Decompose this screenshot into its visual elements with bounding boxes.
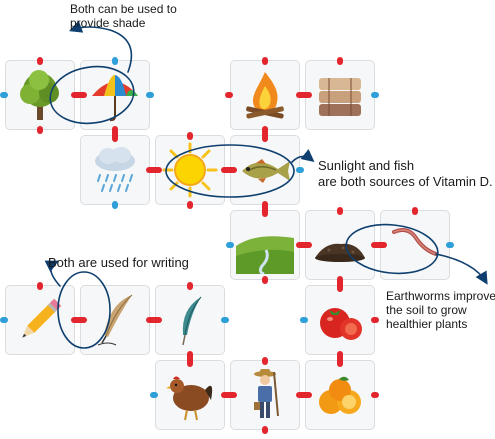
connector-peg [187,351,193,367]
connector-peg [337,207,343,215]
connector-peg [337,276,343,292]
connector-peg [221,167,237,173]
tile-rain [80,135,150,205]
connector-peg [37,126,43,134]
connector-peg [371,92,379,98]
note-vitamin: Sunlight and fish are both sources of Vi… [318,158,493,190]
connector-peg [296,392,312,398]
connector-peg [187,282,193,290]
tile-soil [305,210,375,280]
note-shade-line-2: provide shade [70,16,146,30]
note-vitamin-line-2: are both sources of Vitamin D. [318,174,493,189]
umbrella-icon [92,74,138,122]
sun-icon [162,142,218,198]
connector-peg [371,392,379,398]
tile-sun [155,135,225,205]
tile-campfire [230,60,300,130]
connector-peg [446,242,454,248]
note-writing: Both are used for writing [48,255,189,271]
fish-icon [242,159,290,183]
connector-peg [112,201,118,209]
connector-peg [112,57,118,65]
tile-pencil [5,285,75,355]
connector-peg [146,92,154,98]
campfire-icon [246,72,284,119]
connector-peg [262,357,268,365]
connector-peg [262,201,268,217]
connector-peg [187,132,193,140]
connector-peg [146,317,162,323]
connector-peg [300,317,308,323]
connector-peg [371,242,387,248]
connector-peg [221,392,237,398]
connector-peg [0,317,8,323]
tile-oranges [305,360,375,430]
hen-icon [166,376,213,421]
connector-peg [296,167,304,173]
tile-tomatoes [305,285,375,355]
connector-peg [187,201,193,209]
tomatoes-icon [320,308,362,340]
quill-pen-icon [97,294,133,346]
rain-cloud-icon [95,147,135,192]
connector-peg [225,92,233,98]
tile-quill [80,285,150,355]
tile-field [230,210,300,280]
tile-feather [155,285,225,355]
connector-peg [296,242,312,248]
tile-tree [5,60,75,130]
tree-icon [20,70,59,120]
connector-peg [37,57,43,65]
connector-peg [226,242,234,248]
connector-peg [112,126,118,142]
connector-peg [296,92,312,98]
tile-blankets [305,60,375,130]
tile-farmer [230,360,300,430]
connector-peg [150,392,158,398]
connector-peg [412,207,418,215]
earthworm-icon [392,228,438,256]
oranges-icon [319,376,361,414]
connector-peg [262,276,268,284]
connector-peg [71,92,87,98]
note-shade: Both can be used to provide shade [70,2,177,30]
note-earthworms-line-2: the soil to grow [386,303,467,317]
farmer-icon [254,369,279,418]
note-writing-line-1: Both are used for writing [48,255,189,270]
green-field-icon [236,216,294,274]
pencil-icon [22,298,62,338]
soil-mound-icon [315,243,365,262]
note-shade-line-1: Both can be used to [70,2,177,16]
connector-peg [337,351,343,367]
connector-peg [146,167,162,173]
connector-peg [221,317,229,323]
note-earthworms-line-1: Earthworms improve [386,289,495,303]
note-earthworms-line-3: healthier plants [386,317,468,331]
connector-peg [71,317,87,323]
connector-peg [262,126,268,142]
note-earthworms: Earthworms improve the soil to grow heal… [386,289,495,331]
connector-peg [0,92,8,98]
tile-fish [230,135,300,205]
feather-icon [182,296,202,346]
connector-peg [262,57,268,65]
connector-peg [337,57,343,65]
folded-blankets-icon [319,78,361,116]
connector-peg [37,282,43,290]
tile-hen [155,360,225,430]
tile-umbrella [80,60,150,130]
connector-peg [371,317,379,323]
tile-earthworm [380,210,450,280]
connector-peg [262,426,268,434]
note-vitamin-line-1: Sunlight and fish [318,158,415,173]
